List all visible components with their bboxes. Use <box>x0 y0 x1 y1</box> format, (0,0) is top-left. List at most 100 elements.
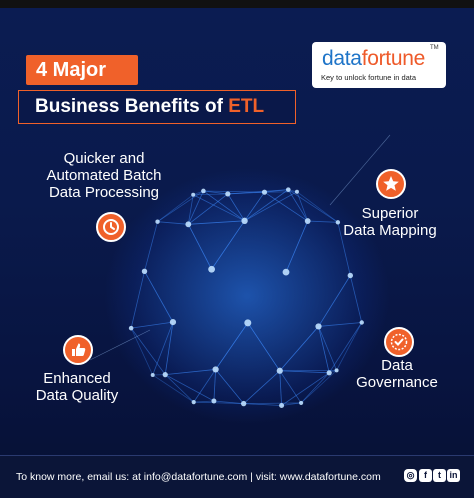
footer: To know more, email us: at info@datafort… <box>0 455 474 498</box>
facebook-icon[interactable]: f <box>419 469 432 482</box>
benefit-data-quality-label: Enhanced Data Quality <box>35 370 119 404</box>
benefit-data-governance-label: Data Governance <box>356 357 438 391</box>
benefit-batch-processing-label: Quicker and Automated Batch Data Process… <box>46 150 162 201</box>
title-accent: ETL <box>228 96 265 117</box>
globe-link <box>296 191 339 223</box>
datafortune-logo: datafortune TM Key to unlock fortune in … <box>312 42 446 88</box>
globe-link <box>227 193 245 222</box>
globe-node <box>276 367 283 374</box>
globe-link <box>328 322 363 374</box>
globe-node <box>359 320 364 325</box>
globe-link <box>187 190 204 225</box>
globe-node <box>208 265 216 273</box>
logo-wordmark: datafortune <box>322 47 425 70</box>
globe-link <box>157 190 204 223</box>
globe-node <box>315 323 322 330</box>
top-strip <box>0 0 474 8</box>
globe-node <box>201 188 206 194</box>
globe-node <box>141 268 148 274</box>
globe-link <box>164 374 194 403</box>
globe-node <box>334 368 339 373</box>
page-title: Business Benefits of ETL <box>18 90 296 124</box>
globe-link <box>307 220 338 223</box>
footer-contact-text: To know more, email us: at info@datafort… <box>16 471 381 483</box>
globe-link <box>193 369 216 403</box>
globe-node <box>244 319 252 327</box>
globe-node <box>150 372 155 377</box>
globe-node <box>279 402 285 408</box>
instagram-icon[interactable]: ◎ <box>404 469 417 482</box>
globe-link <box>131 321 174 329</box>
globe-link <box>244 191 298 222</box>
globe-node <box>169 319 177 326</box>
globe-link <box>165 369 216 376</box>
globe-link <box>227 191 265 195</box>
globe-link <box>264 191 308 222</box>
title-main: Business Benefits of <box>35 96 229 117</box>
globe-link <box>318 322 362 327</box>
globe-link <box>296 191 309 222</box>
globe-link <box>243 403 282 406</box>
globe-link <box>187 224 212 270</box>
globe-link <box>130 327 154 376</box>
footer-divider <box>0 455 474 456</box>
globe-link <box>279 326 319 372</box>
clock-icon <box>96 212 126 242</box>
globe-link <box>130 271 145 329</box>
globe-link <box>318 326 330 373</box>
globe-node <box>282 268 290 276</box>
globe-node <box>285 187 291 192</box>
logo-tagline: Key to unlock fortune in data <box>321 73 417 82</box>
globe-link <box>243 402 302 405</box>
globe-link <box>203 190 245 222</box>
globe-link <box>193 400 214 403</box>
globe-link <box>279 370 330 374</box>
globe-node <box>155 219 160 224</box>
globe-link <box>215 369 244 404</box>
globe-node <box>211 398 217 404</box>
globe-link <box>213 400 244 405</box>
globe-link <box>152 321 174 376</box>
globe-node <box>191 400 196 405</box>
twitter-icon[interactable]: t <box>433 469 446 482</box>
globe-link <box>227 189 289 195</box>
benefit-data-mapping-label: Superior Data Mapping <box>343 205 437 239</box>
globe-link <box>243 370 281 404</box>
globe-link <box>188 193 229 225</box>
globe-link <box>193 401 244 405</box>
count-badge: 4 Major <box>26 55 138 85</box>
globe-link <box>300 370 337 404</box>
globe-node <box>225 191 231 197</box>
globe-link <box>164 322 174 375</box>
globe-node <box>299 400 304 406</box>
globe-link <box>213 369 217 402</box>
globe-link <box>349 275 363 323</box>
globe-node <box>261 189 268 195</box>
globe-link <box>244 189 289 222</box>
globe-node <box>162 372 168 378</box>
linkedin-icon[interactable]: in <box>447 469 460 482</box>
globe-link <box>264 189 289 193</box>
globe-link <box>193 194 245 222</box>
globe-node <box>347 272 354 279</box>
globe-link <box>247 322 281 372</box>
connector-line <box>329 134 391 206</box>
globe-link <box>188 220 245 225</box>
globe-link <box>318 275 351 327</box>
star-icon <box>376 169 406 199</box>
globe-link <box>203 190 265 193</box>
shield-check-icon <box>384 327 414 357</box>
globe-link <box>157 221 189 225</box>
globe-link <box>279 370 302 404</box>
globe-link <box>193 193 228 196</box>
globe-link <box>300 372 330 404</box>
globe-link <box>144 221 158 272</box>
globe-link <box>288 189 339 223</box>
globe-link <box>187 194 194 225</box>
globe-link <box>144 271 174 323</box>
globe-link <box>244 191 265 222</box>
connector-line <box>89 329 151 361</box>
globe-node <box>304 218 311 224</box>
globe-link <box>211 220 245 270</box>
globe-link <box>203 190 228 195</box>
